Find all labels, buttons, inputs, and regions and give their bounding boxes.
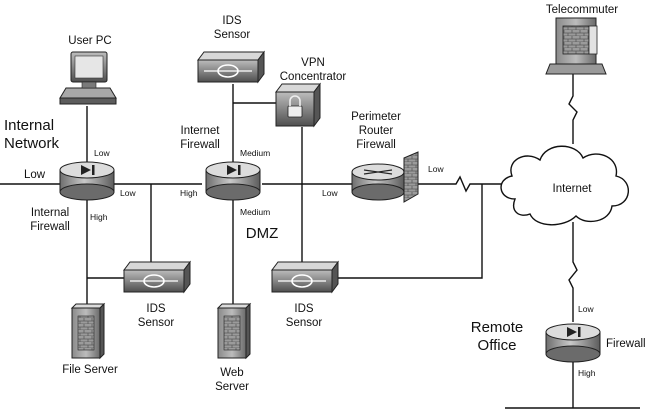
web-server-label-2: Server (215, 381, 249, 393)
ids-sensor-top-label-1: IDS (222, 15, 242, 27)
level-perimeter-right: Low (428, 164, 444, 174)
level-internal-top: Low (94, 148, 110, 158)
file-server-label: File Server (62, 364, 118, 376)
level-remote-bottom: High (578, 368, 596, 378)
user-pc-label: User PC (68, 35, 111, 47)
device-labels: User PC IDS Sensor VPN Concentrator Tele… (4, 4, 646, 393)
internet-cloud-icon (500, 145, 630, 226)
perimeter-label-2: Router (359, 125, 394, 137)
remote-firewall-router-icon (545, 323, 601, 363)
network-links (0, 72, 640, 409)
web-server-label-1: Web (220, 367, 243, 379)
telecommuter-workstation-icon (545, 17, 607, 75)
perimeter-label-1: Perimeter (351, 111, 401, 123)
user-pc-workstation-icon (59, 51, 117, 105)
security-level-labels: Low Low Low High High Medium Medium Low … (24, 148, 596, 378)
internet-label: Internet (553, 183, 593, 195)
ids-sensor-left-label-2: Sensor (138, 317, 175, 329)
perimeter-label-3: Firewall (356, 139, 396, 151)
level-inet-fw-left: High (180, 188, 198, 198)
remote-firewall-label: Firewall (606, 338, 646, 350)
ids-sensor-right-label-1: IDS (294, 303, 314, 315)
internal-network-label-2: Network (4, 135, 60, 152)
remote-office-label-2: Office (478, 337, 517, 354)
ids-sensor-top-icon (197, 50, 265, 84)
internal-network-label-1: Internal (4, 117, 54, 134)
vpn-label-2: Concentrator (280, 71, 347, 83)
ids-sensor-left-label-1: IDS (146, 303, 166, 315)
internal-firewall-label-2: Firewall (30, 221, 70, 233)
dmz-label: DMZ (246, 225, 279, 242)
perimeter-router-firewall-icon (351, 151, 419, 203)
web-server-icon (216, 302, 252, 360)
ids-sensor-top-label-2: Sensor (214, 29, 251, 41)
level-inet-fw-right: Low (322, 188, 338, 198)
internal-firewall-router-icon (59, 161, 115, 201)
level-internal-right: Low (120, 188, 136, 198)
level-inet-fw-bottom: Medium (240, 207, 270, 217)
level-inet-fw-top: Medium (240, 148, 270, 158)
ids-sensor-right-label-2: Sensor (286, 317, 323, 329)
vpn-label-1: VPN (301, 57, 325, 69)
internet-firewall-label-1: Internet (181, 125, 221, 137)
level-internal-left: Low (24, 169, 46, 181)
internet-firewall-label-2: Firewall (180, 139, 220, 151)
file-server-icon (70, 302, 106, 360)
internet-firewall-router-icon (205, 161, 261, 201)
ids-sensor-left-icon (123, 260, 191, 294)
telecommuter-label: Telecommuter (546, 4, 618, 16)
level-remote-top: Low (578, 304, 594, 314)
remote-office-label-1: Remote (471, 319, 524, 336)
level-internal-bottom: High (90, 212, 108, 222)
internal-firewall-label-1: Internal (31, 207, 69, 219)
ids-sensor-right-icon (271, 260, 339, 294)
vpn-concentrator-icon (275, 82, 321, 128)
